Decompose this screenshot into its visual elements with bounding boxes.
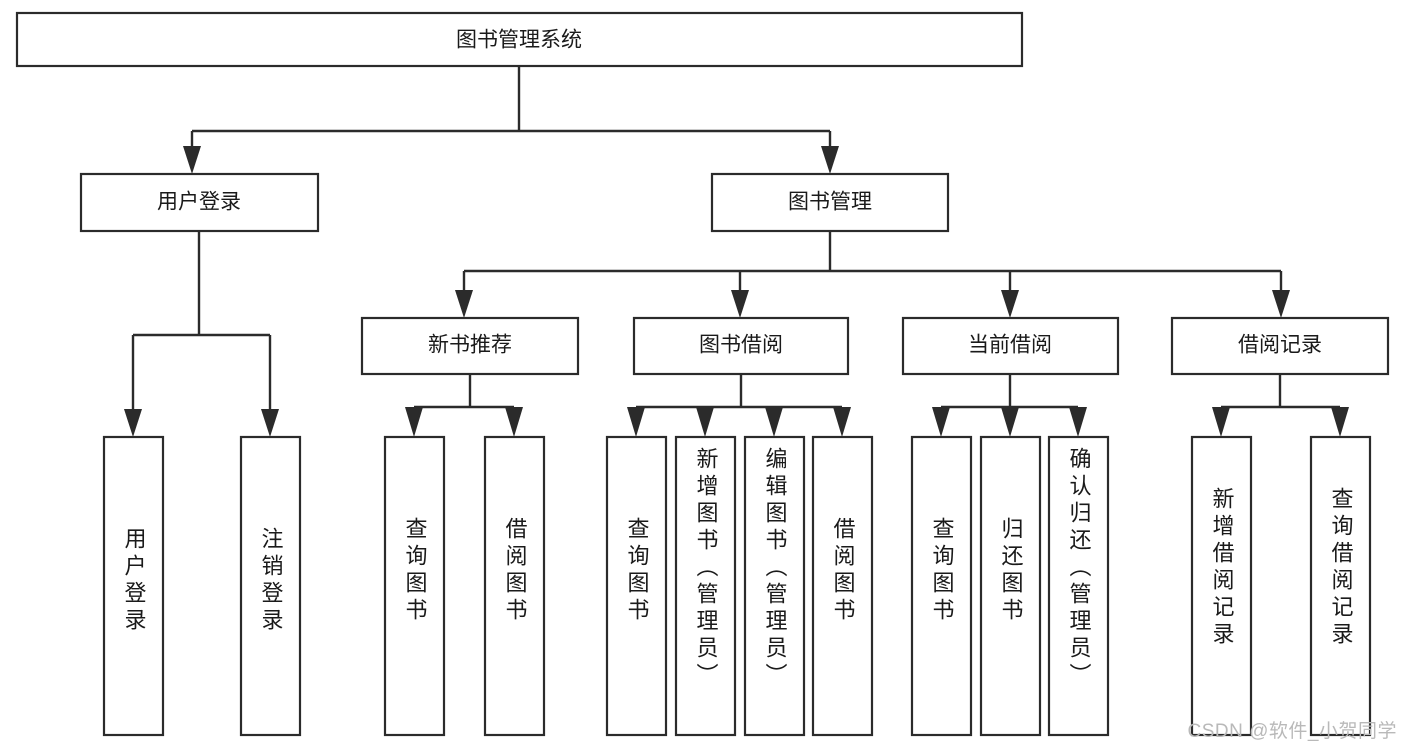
new-book-recommend-label: 新书推荐 (428, 334, 512, 357)
node-user-login[interactable]: 用户登录 (79, 172, 320, 233)
node-current-borrow[interactable]: 当前借阅 (901, 316, 1120, 376)
leaf-box-borrow-edit[interactable] (743, 435, 806, 737)
leaf-box-current-confirm[interactable] (1047, 435, 1110, 737)
current-borrow-label: 当前借阅 (968, 334, 1052, 357)
connector-current-borrow-to-leaves (932, 374, 1087, 437)
arrow-to-user-login (183, 146, 201, 174)
connector-book-manage-to-level3 (455, 231, 1290, 318)
root-box[interactable] (15, 11, 1024, 68)
node-book-manage[interactable]: 图书管理 (710, 172, 950, 233)
connector-book-borrow-to-leaves (627, 374, 851, 437)
user-login-box[interactable] (79, 172, 320, 233)
leaf-box-current-return[interactable] (979, 435, 1042, 737)
leaf-box-record-add[interactable] (1190, 435, 1253, 737)
connector-new-book-recommend-to-leaves (405, 374, 523, 437)
root-label: 图书管理系统 (456, 29, 582, 52)
node-new-book-recommend[interactable]: 新书推荐 (360, 316, 580, 376)
arrow-to-book-manage (821, 146, 839, 174)
connector-root-to-level2 (183, 66, 839, 174)
leaf-box-borrow-add[interactable] (674, 435, 737, 737)
leaf-box-borrow-lend[interactable] (811, 435, 874, 737)
leaf-box-recommend-borrow[interactable] (483, 435, 546, 737)
leaf-box-current-query[interactable] (910, 435, 973, 737)
book-manage-label: 图书管理 (788, 191, 872, 214)
new-book-recommend-box[interactable] (360, 316, 580, 376)
leaf-box-user-login-logout[interactable] (239, 435, 302, 737)
csdn-watermark: CSDN @软件_小贺同学 (1187, 721, 1397, 742)
node-root[interactable]: 图书管理系统 (15, 11, 1024, 68)
borrow-record-label: 借阅记录 (1238, 334, 1322, 357)
book-borrow-label: 图书借阅 (699, 334, 783, 357)
user-login-label: 用户登录 (157, 191, 241, 214)
leaf-box-user-login-login[interactable] (102, 435, 165, 737)
connector-borrow-record-to-leaves (1212, 374, 1349, 437)
leaf-box-recommend-query[interactable] (383, 435, 446, 737)
leaf-box-record-query[interactable] (1309, 435, 1372, 737)
connector-user-login-to-leaves (124, 231, 279, 437)
node-borrow-record[interactable]: 借阅记录 (1170, 316, 1390, 376)
leaf-box-borrow-query[interactable] (605, 435, 668, 737)
node-book-borrow[interactable]: 图书借阅 (632, 316, 850, 376)
current-borrow-box[interactable] (901, 316, 1120, 376)
